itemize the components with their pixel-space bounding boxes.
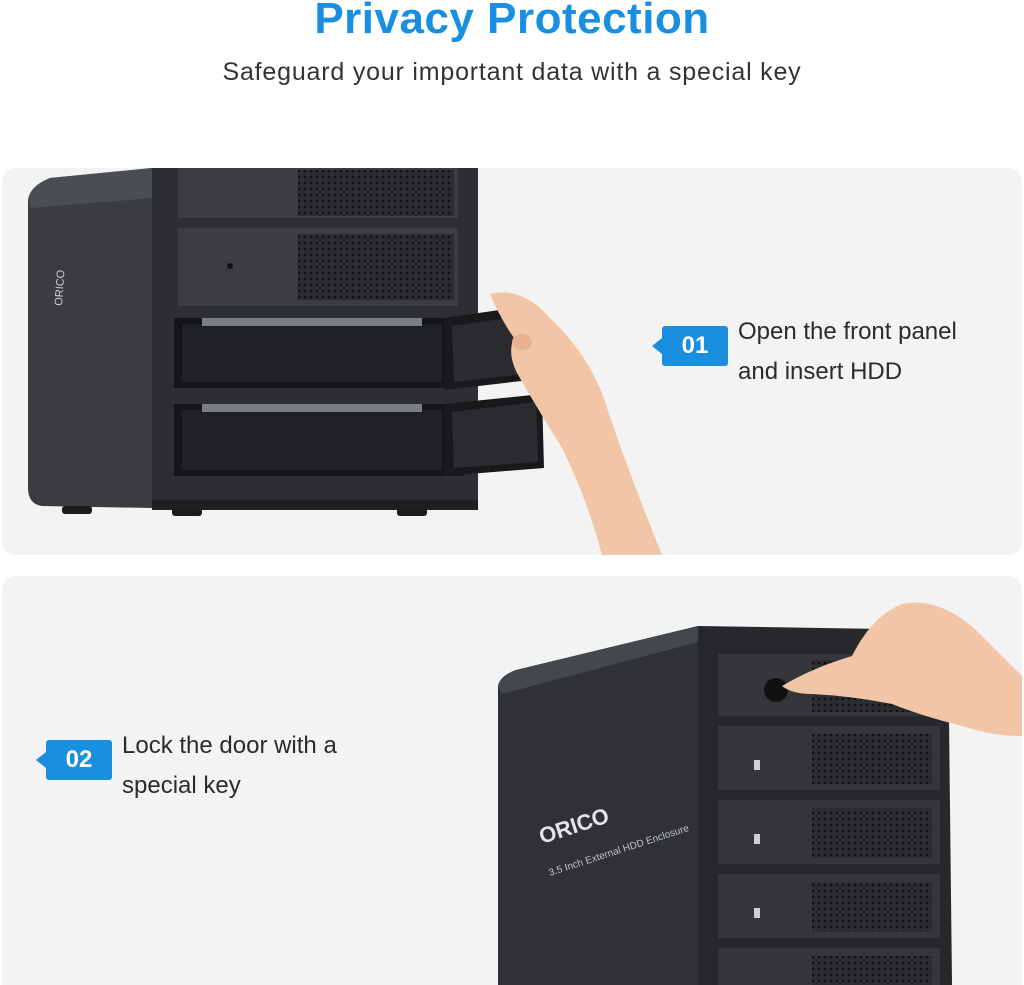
step-2-text: Lock the door with a special key bbox=[122, 732, 337, 799]
page-title: Privacy Protection bbox=[314, 0, 710, 43]
page-subtitle: Safeguard your important data with a spe… bbox=[222, 58, 802, 86]
step-panel-1: ORICO 01 Open the front panel and insert… bbox=[2, 168, 1022, 555]
enclosure-locked-image: ORICO 3.5 Inch External HDD Enclosure bbox=[498, 602, 1022, 985]
step-1-badge: 01 bbox=[652, 326, 728, 366]
step-panel-2: 02 Lock the door with a special key bbox=[2, 576, 1022, 985]
step-1: 01 Open the front panel and insert HDD bbox=[652, 318, 957, 392]
step-2: 02 Lock the door with a special key bbox=[36, 732, 337, 806]
svg-text:ORICO: ORICO bbox=[53, 269, 68, 306]
step-1-text: Open the front panel and insert HDD bbox=[738, 318, 957, 385]
enclosure-open-image: ORICO bbox=[28, 168, 662, 555]
step-2-badge: 02 bbox=[36, 740, 112, 780]
